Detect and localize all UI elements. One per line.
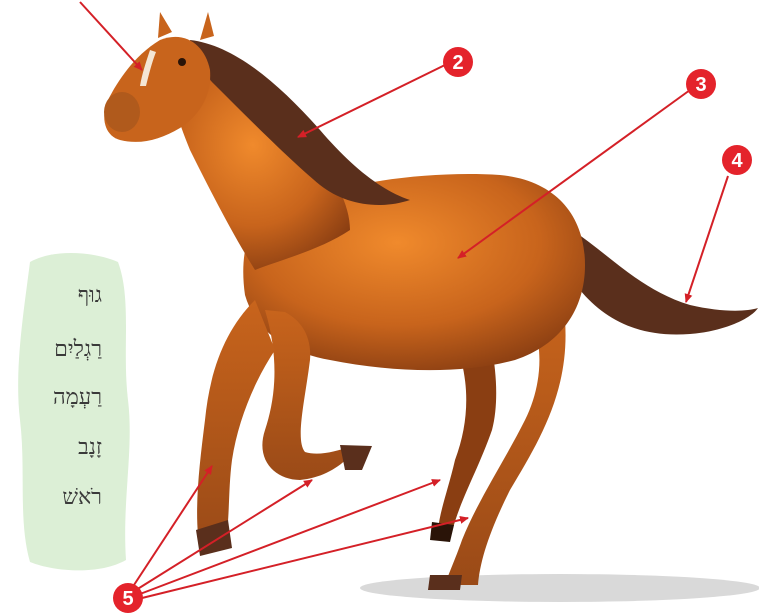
badge-4-label: 4 [731, 150, 743, 172]
badge-2-label: 2 [452, 52, 463, 74]
word-panel-background [18, 253, 130, 570]
horse-hoof-back-near [428, 575, 462, 590]
horse-hoof-front-far [340, 445, 372, 470]
badge-3: 3 [686, 69, 716, 99]
horse-tail [572, 230, 758, 335]
badge-2: 2 [443, 47, 473, 77]
badge-5: 5 [113, 583, 143, 613]
ground-shadow [360, 574, 759, 602]
badge-3-label: 3 [695, 74, 706, 96]
horse-eye [178, 58, 186, 66]
arrow-tail-pointer [686, 176, 728, 302]
badge-5-label: 5 [122, 588, 133, 610]
badge-4: 4 [722, 145, 752, 175]
arrow-legs-pointer-3 [140, 480, 440, 594]
horse-ear-left [158, 12, 172, 38]
horse-ear-right [200, 12, 214, 40]
horse-front-leg-near [197, 300, 275, 549]
arrow-head-pointer [80, 2, 142, 70]
horse-muzzle [104, 92, 140, 132]
arrow-mane-pointer [298, 64, 447, 137]
